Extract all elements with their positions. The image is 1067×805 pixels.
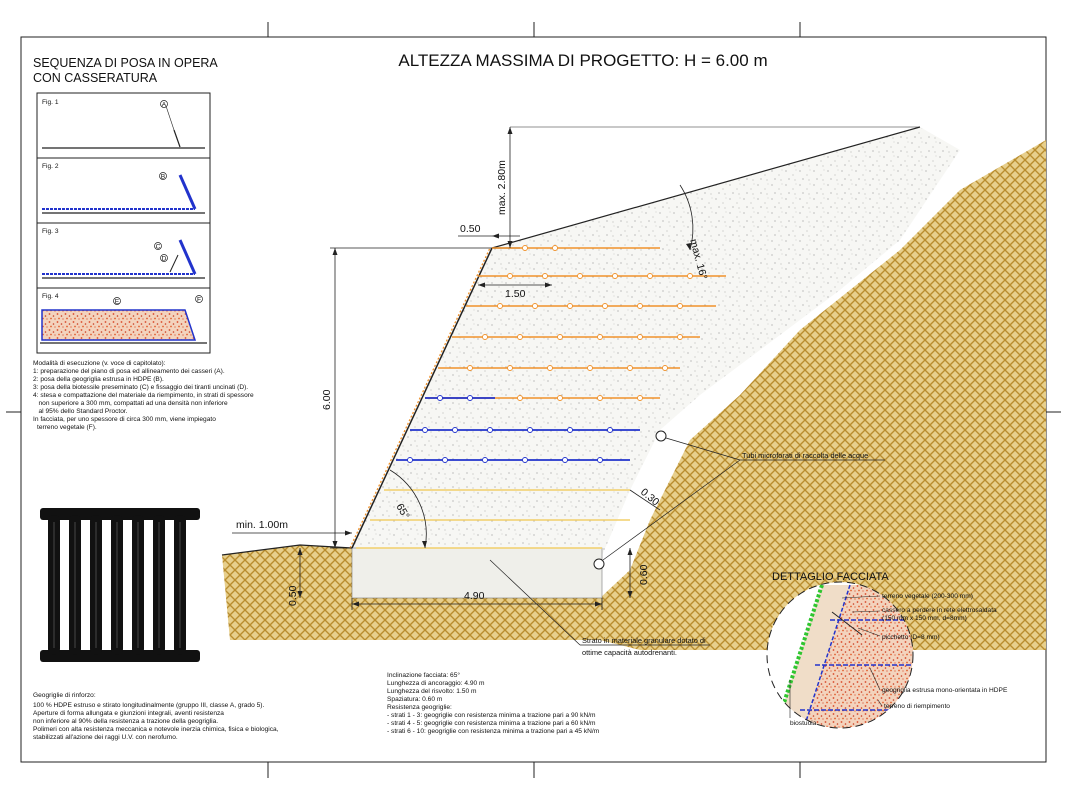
detail-label-biostuoia: biostuoia xyxy=(790,720,817,727)
svg-text:In facciata, per uno spessore: In facciata, per uno spessore di circa 3… xyxy=(33,416,216,423)
marker-d-label: D xyxy=(162,256,167,263)
detail-label-cassero-size: (150 mm x 150 mm, d=8mm) xyxy=(882,615,967,622)
geogrids-orange xyxy=(438,245,726,371)
marker-c-label: C xyxy=(156,244,161,251)
svg-text:al 95% dello Standard Proctor.: al 95% dello Standard Proctor. xyxy=(33,408,128,415)
design-specs: Inclinazione facciata: 65° Lunghezza di … xyxy=(387,671,600,735)
dim-base-depth: 0.50 xyxy=(287,585,299,606)
geogrid-notes: Geogriglie di rinforzo: 100 % HDPE estru… xyxy=(33,692,279,741)
marker-e-label: E xyxy=(115,299,120,306)
fig4-label: Fig. 4 xyxy=(42,293,59,300)
dim-toe-distance: min. 1.00m xyxy=(236,519,288,531)
svg-text:non superiore a 300 mm, compat: non superiore a 300 mm, compattati ad un… xyxy=(33,400,228,407)
svg-text:2: posa della geogriglia estru: 2: posa della geogriglia estrusa in HDPE… xyxy=(33,376,164,383)
dim-base-depth-right: 0.60 xyxy=(638,564,650,585)
svg-text:1: preparazione del piano di p: 1: preparazione del piano di posa ed all… xyxy=(33,368,225,375)
main-title: ALTEZZA MASSIMA DI PROGETTO: H = 6.00 m xyxy=(398,51,767,70)
marker-f-label: F xyxy=(197,297,201,304)
dim-height: 6.00 xyxy=(321,389,333,410)
top-slope-line xyxy=(491,126,921,249)
granular-base xyxy=(351,547,603,599)
svg-text:- strati 4 - 5: geogriglie con: - strati 4 - 5: geogriglie con resistenz… xyxy=(387,720,596,727)
svg-text:Inclinazione facciata: 65°: Inclinazione facciata: 65° xyxy=(387,671,460,679)
svg-text:- strati 1 - 3: geogriglie con: - strati 1 - 3: geogriglie con resistenz… xyxy=(387,712,596,719)
detail-label-geogrid: geogriglia estrusa mono-orientata in HDP… xyxy=(882,687,1008,694)
granular-layer-label-2: ottime capacità autodrenanti. xyxy=(582,648,677,657)
facade-detail: DETTAGLIO FACCIATA terreno vegetale (200… xyxy=(766,571,1008,729)
detail-label-fill: terreno di riempimento xyxy=(884,703,950,710)
marker-a xyxy=(160,100,168,108)
fig2-label: Fig. 2 xyxy=(42,163,59,170)
svg-text:non inferiore al 90% della res: non inferiore al 90% della resistenza a … xyxy=(33,718,218,725)
fig1-label: Fig. 1 xyxy=(42,99,59,106)
section-drawing: Tubi microforati di raccolta delle acque… xyxy=(221,126,1046,657)
detail-label-cassero: cassero a perdere in rete elettrosaldata xyxy=(882,607,997,614)
svg-text:Spaziatura: 0.60 m: Spaziatura: 0.60 m xyxy=(387,696,443,703)
drain-pipes-label: Tubi microforati di raccolta delle acque xyxy=(742,451,868,460)
dim-wrap-length: 1.50 xyxy=(505,288,526,300)
svg-text:Lunghezza di ancoraggio: 4.90: Lunghezza di ancoraggio: 4.90 m xyxy=(387,680,485,687)
svg-text:Polimeri con alta resistenza m: Polimeri con alta resistenza meccanica e… xyxy=(33,726,279,733)
svg-text:Lunghezza del risvolto: 1.50 m: Lunghezza del risvolto: 1.50 m xyxy=(387,688,477,695)
marker-a-label: A xyxy=(162,102,167,109)
svg-text:Aperture di forma allungata e: Aperture di forma allungata e giunzioni … xyxy=(33,710,224,717)
svg-text:stabilizzati all'azione dei ra: stabilizzati all'azione dei raggi U.V. c… xyxy=(33,734,178,741)
frame-ticks xyxy=(6,22,1061,778)
marker-b-label: B xyxy=(161,174,166,181)
svg-text:Resistenza geogriglie:: Resistenza geogriglie: xyxy=(387,704,452,711)
svg-text:Modalità di esecuzione (v. voc: Modalità di esecuzione (v. voce di capit… xyxy=(33,360,166,367)
drain-pipe-upper xyxy=(655,430,667,442)
svg-text:Geogriglie di rinforzo:: Geogriglie di rinforzo: xyxy=(33,692,96,699)
svg-text:terreno vegetale (F).: terreno vegetale (F). xyxy=(37,424,97,431)
granular-layer-label-1: Strato in materiale granulare dotato di xyxy=(582,636,706,645)
geogrid-sample-image xyxy=(38,505,202,670)
detail-title: DETTAGLIO FACCIATA xyxy=(772,571,889,583)
fig3-label: Fig. 3 xyxy=(42,228,59,235)
facing-line xyxy=(351,247,493,549)
detail-label-picchetto: picchetto (D=8 mm) xyxy=(882,634,940,641)
sequence-figures: Fig. 1 A Fig. 2 B Fig. 3 C D Fig. 4 E F xyxy=(36,92,211,354)
svg-text:- strati 6 - 10: geogriglie co: - strati 6 - 10: geogriglie con resisten… xyxy=(387,728,600,735)
dim-anchor-length: 4.90 xyxy=(464,590,485,602)
dimension-arrows xyxy=(297,127,691,607)
dimension-lines xyxy=(232,127,694,610)
drain-pipe-lower xyxy=(593,558,605,570)
dim-max-height-top: max. 2.80m xyxy=(496,160,508,215)
natural-ground-hatch xyxy=(222,140,1046,650)
geogrids-yellow xyxy=(356,489,630,549)
svg-text:4: stesa e compattazione del m: 4: stesa e compattazione del materiale d… xyxy=(33,392,254,399)
geogrids-blue xyxy=(396,395,660,463)
procedure-notes: Modalità di esecuzione (v. voce di capit… xyxy=(33,360,254,431)
reinforced-zone xyxy=(352,248,730,560)
sequence-title-line2: CON CASSERATURA xyxy=(33,71,158,85)
svg-text:3: posa della biotessile prese: 3: posa della biotessile preseminato (C)… xyxy=(33,384,248,391)
dim-crest-width: 0.50 xyxy=(460,223,481,235)
svg-text:100 % HDPE estruso e stirato l: 100 % HDPE estruso e stirato longitudina… xyxy=(33,702,264,709)
sequence-title-line1: SEQUENZA DI POSA IN OPERA xyxy=(33,56,218,70)
detail-label-vegetal: terreno vegetale (200-300 mm) xyxy=(882,593,973,600)
